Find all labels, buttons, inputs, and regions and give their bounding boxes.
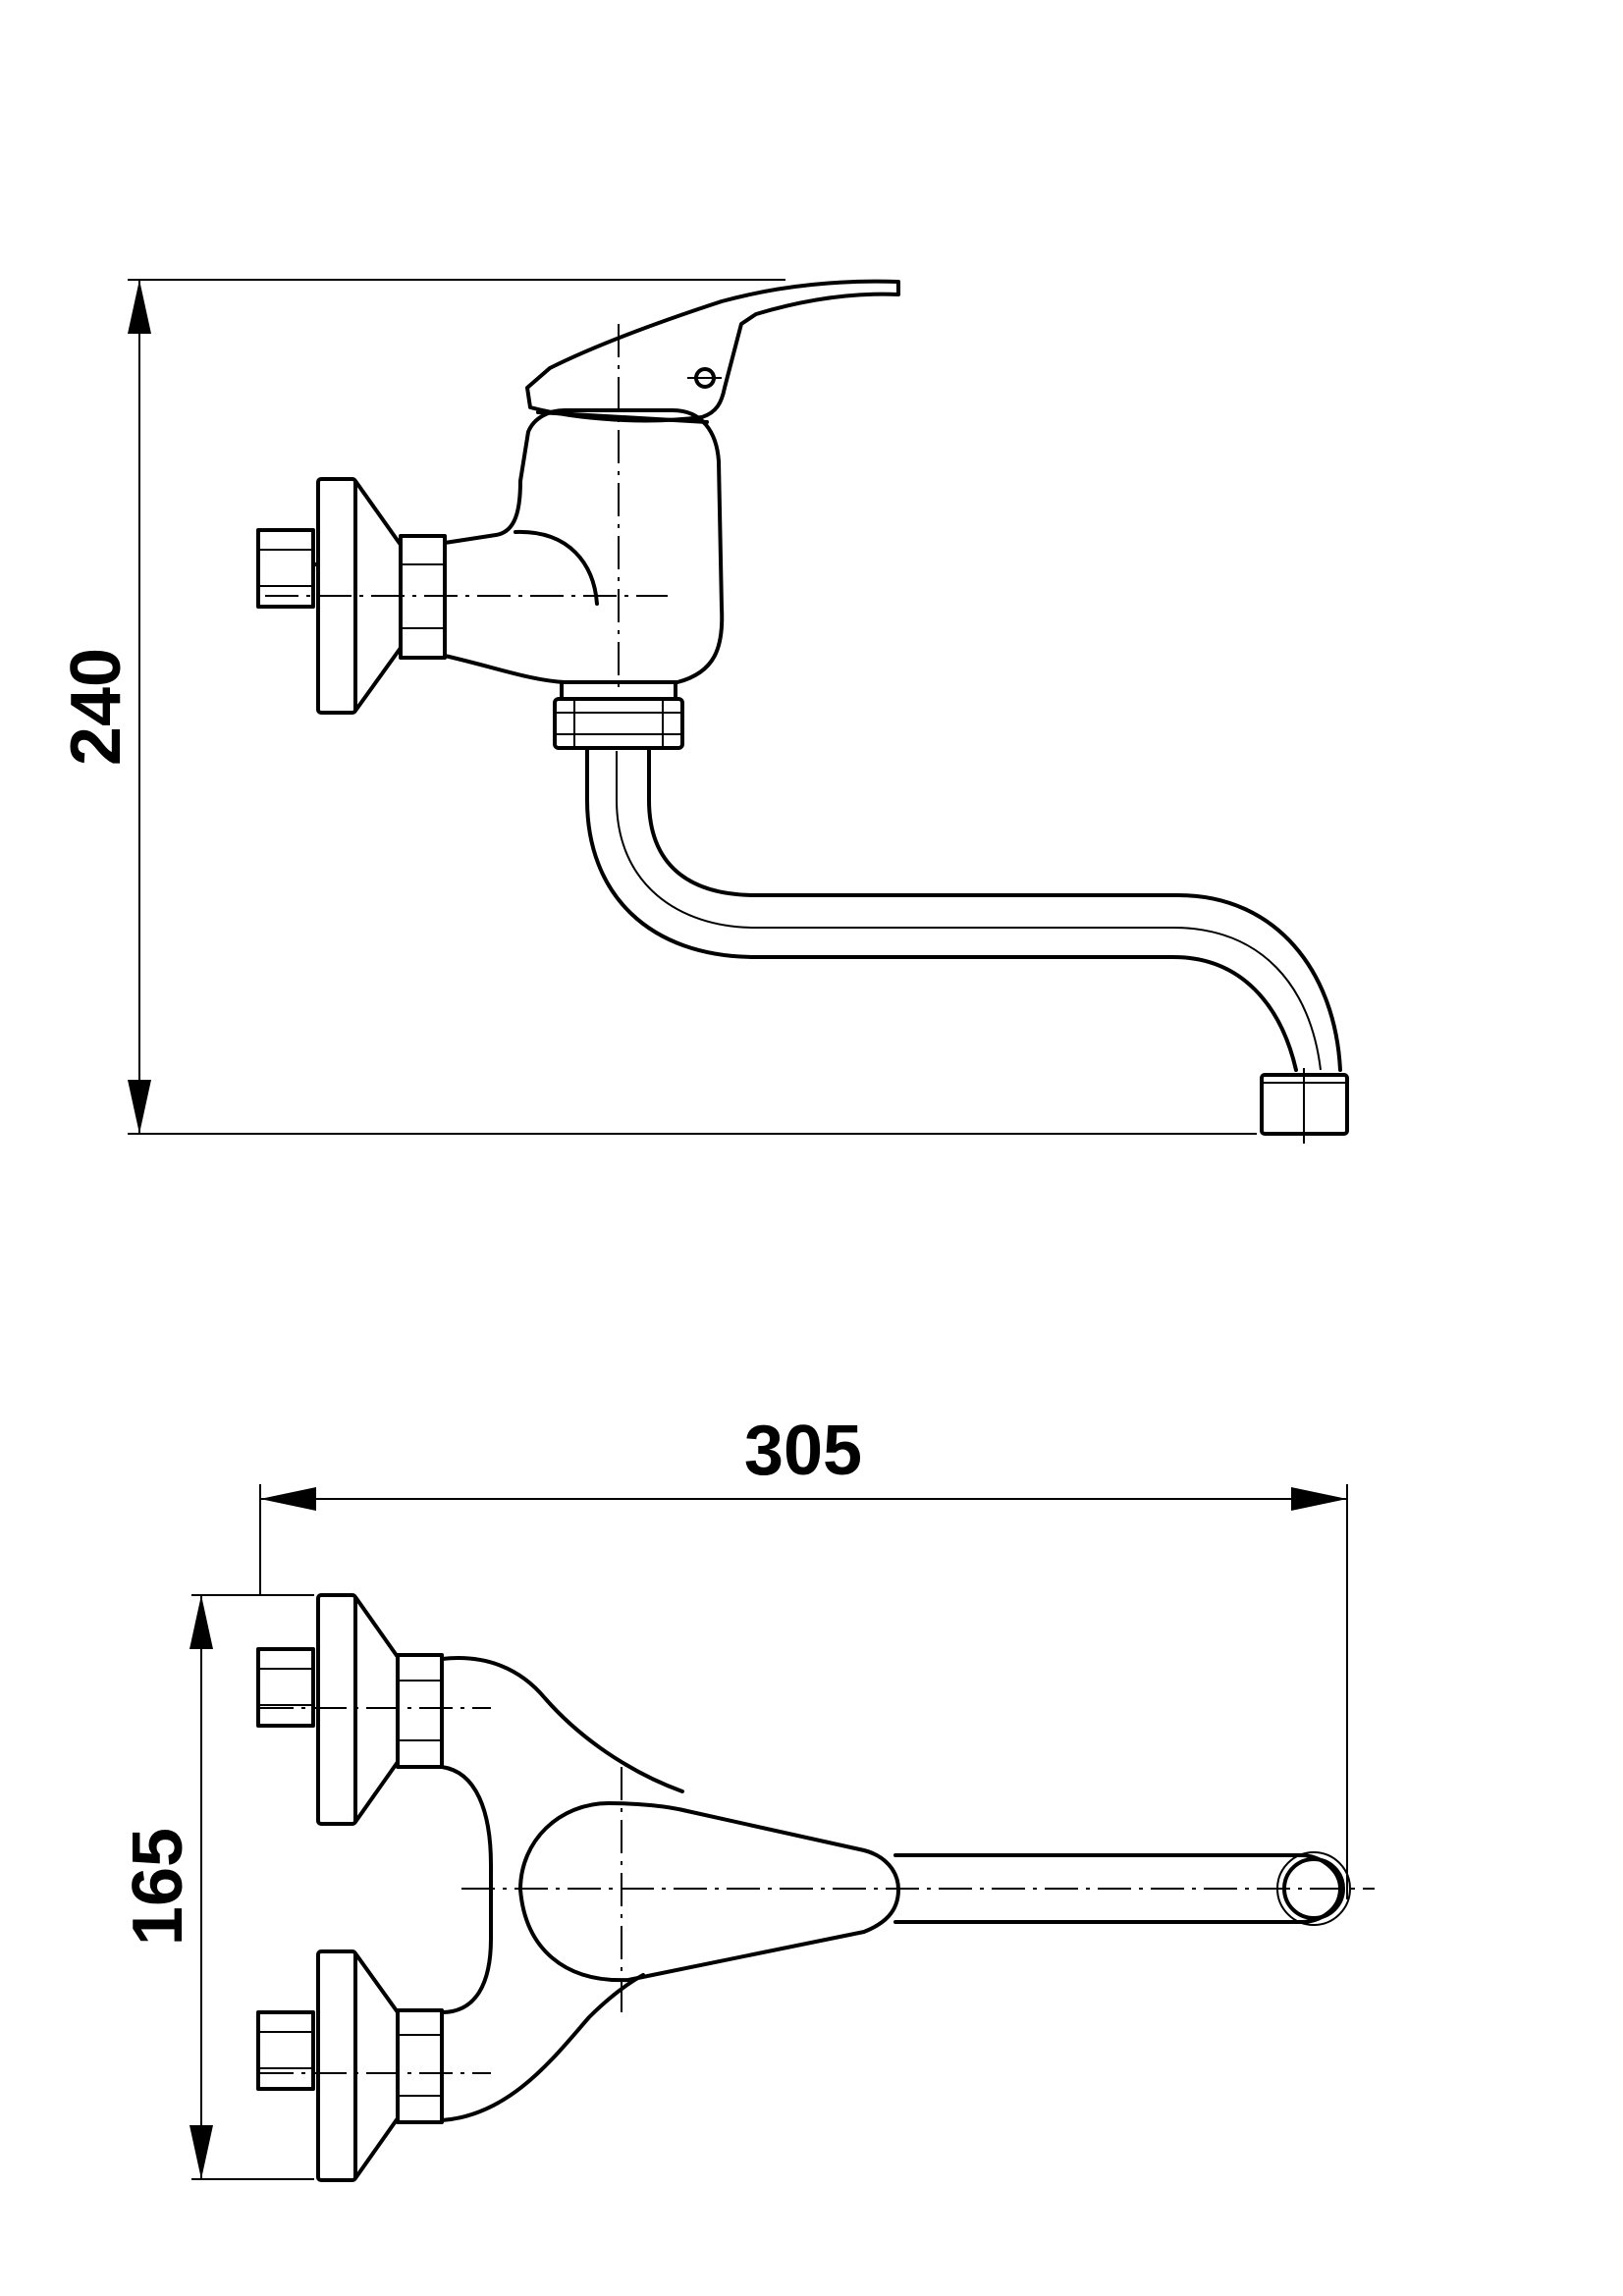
arrow-down-icon bbox=[189, 2125, 213, 2179]
length-dimension-label: 305 bbox=[744, 1412, 862, 1490]
width-dimension: 165 bbox=[119, 1594, 314, 2180]
side-spout-tube bbox=[585, 746, 1342, 1072]
arrow-right-icon bbox=[1291, 1487, 1347, 1511]
side-view: 240 bbox=[57, 279, 1349, 1144]
side-lever-handle bbox=[525, 279, 900, 423]
arrow-left-icon bbox=[260, 1487, 316, 1511]
side-aerator bbox=[1260, 1068, 1349, 1144]
arrow-up-icon bbox=[189, 1595, 213, 1649]
side-spout-coupling bbox=[553, 680, 684, 750]
top-lever-handle bbox=[518, 1801, 900, 1983]
height-dimension-label: 240 bbox=[57, 648, 135, 766]
top-upper-inlet bbox=[256, 1593, 491, 1826]
length-dimension: 305 bbox=[259, 1412, 1348, 1899]
arrow-down-icon bbox=[128, 1080, 151, 1134]
side-mixer-body bbox=[443, 408, 725, 684]
top-view: 305 165 bbox=[119, 1412, 1375, 2182]
height-dimension: 240 bbox=[57, 279, 1257, 1135]
side-inlet-connector bbox=[256, 528, 320, 609]
width-dimension-label: 165 bbox=[119, 1828, 197, 1946]
arrow-up-icon bbox=[128, 280, 151, 334]
top-mixer-body bbox=[440, 1656, 684, 2122]
top-lower-inlet bbox=[256, 1949, 491, 2182]
